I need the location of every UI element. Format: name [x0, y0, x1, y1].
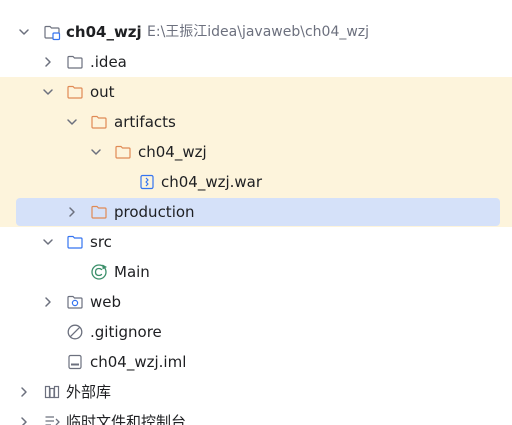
tree-row-external-libs[interactable]: 外部库	[0, 377, 512, 407]
tree-label-gitignore: .gitignore	[90, 323, 162, 341]
chevron-right-icon[interactable]	[17, 415, 31, 425]
tree-label-war-file: ch04_wzj.war	[161, 173, 263, 191]
tree-label-src: src	[90, 233, 112, 251]
project-name: ch04_wzj	[66, 23, 142, 41]
web-folder-icon	[67, 295, 83, 309]
tree-row-main[interactable]: Main	[0, 257, 512, 287]
tree-row-war-file[interactable]: ch04_wzj.war	[0, 167, 512, 197]
java-class-icon	[91, 264, 107, 280]
tree-row-artifacts[interactable]: artifacts	[0, 107, 512, 137]
excluded-folder-icon	[91, 115, 107, 129]
module-folder-icon	[44, 25, 61, 41]
chevron-right-icon[interactable]	[41, 55, 55, 69]
tree-row-idea[interactable]: .idea	[0, 47, 512, 77]
tree-row-out[interactable]: out	[0, 77, 512, 107]
tree-label-artifacts: artifacts	[114, 113, 176, 131]
tree-label-iml: ch04_wzj.iml	[90, 353, 187, 371]
ignored-file-icon	[67, 324, 83, 340]
tree-label-production: production	[114, 203, 195, 221]
chevron-down-icon[interactable]	[89, 145, 103, 159]
tree-label-idea: .idea	[90, 53, 127, 71]
scratches-icon	[45, 416, 60, 425]
chevron-right-icon[interactable]	[17, 385, 31, 399]
tree-row-web[interactable]: web	[0, 287, 512, 317]
tree-label-web: web	[90, 293, 122, 311]
excluded-folder-icon	[115, 145, 131, 159]
library-icon	[44, 385, 60, 399]
tree-label-scratches: 临时文件和控制台	[66, 413, 187, 425]
selection-highlight	[16, 198, 500, 226]
tree-row-project[interactable]: ch04_wzj E:\王振江idea\javaweb\ch04_wzj	[0, 17, 512, 47]
tree-row-scratches[interactable]: 临时文件和控制台	[0, 407, 512, 425]
tree-label-main: Main	[114, 263, 150, 281]
tree-label-external-libs: 外部库	[66, 383, 112, 401]
chevron-right-icon[interactable]	[65, 205, 79, 219]
chevron-down-icon[interactable]	[17, 25, 31, 39]
folder-icon	[67, 55, 83, 69]
chevron-down-icon[interactable]	[41, 235, 55, 249]
iml-file-icon	[68, 354, 82, 370]
tree-row-artifact-dir[interactable]: ch04_wzj	[0, 137, 512, 167]
archive-icon	[140, 174, 154, 190]
tree-row-iml[interactable]: ch04_wzj.iml	[0, 347, 512, 377]
excluded-folder-icon	[91, 205, 107, 219]
tree-row-production[interactable]: production	[0, 197, 512, 227]
chevron-down-icon[interactable]	[65, 115, 79, 129]
project-path: E:\王振江idea\javaweb\ch04_wzj	[147, 24, 370, 40]
source-folder-icon	[67, 235, 83, 249]
tree-label-artifact-dir: ch04_wzj	[138, 143, 207, 161]
tree-row-src[interactable]: src	[0, 227, 512, 257]
chevron-down-icon[interactable]	[41, 85, 55, 99]
tree-label-out: out	[90, 83, 115, 101]
tree-row-gitignore[interactable]: .gitignore	[0, 317, 512, 347]
excluded-folder-icon	[67, 85, 83, 99]
chevron-right-icon[interactable]	[41, 295, 55, 309]
